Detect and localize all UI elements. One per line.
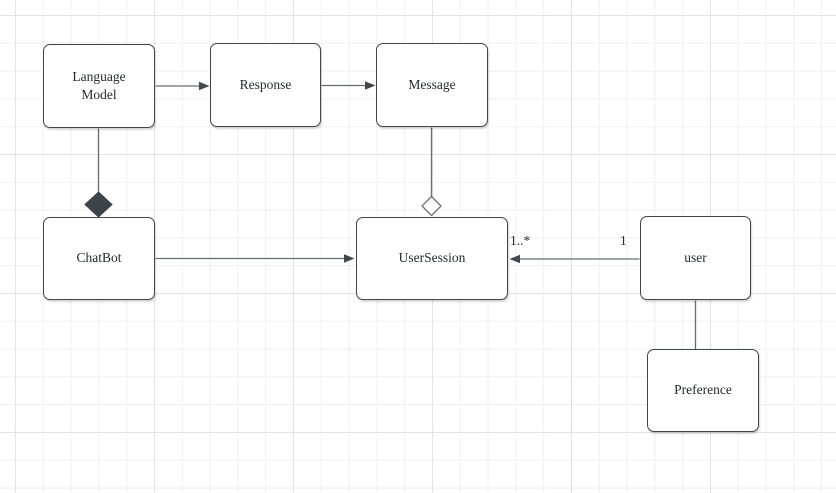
edge-chatbot-to-usersession[interactable] (155, 254, 355, 263)
node-label: user (684, 249, 707, 265)
edge-message-to-usersession-aggregation[interactable] (421, 127, 442, 217)
edge-user-to-usersession[interactable] (509, 254, 640, 264)
edge-languagemodel-to-chatbot-composition[interactable] (84, 128, 113, 218)
node-message[interactable]: Message (376, 43, 488, 127)
arrowhead-right-icon (365, 81, 376, 90)
composition-diamond-icon (84, 191, 113, 218)
node-label: Message (408, 76, 456, 92)
edge-languagemodel-to-response[interactable] (155, 81, 210, 91)
node-usersession[interactable]: UserSession (356, 217, 508, 300)
node-label: Preference (674, 382, 732, 398)
node-label: UserSession (398, 250, 466, 266)
node-chatbot[interactable]: ChatBot (43, 217, 155, 300)
edge-response-to-message[interactable] (321, 81, 376, 90)
multiplicity-label-user: 1 (620, 233, 627, 248)
node-response[interactable]: Response (210, 43, 321, 127)
arrowhead-right-icon (344, 254, 355, 263)
arrowhead-right-icon (199, 81, 210, 91)
aggregation-diamond-icon (421, 195, 442, 217)
arrowhead-left-icon (509, 254, 520, 264)
node-label: Language Model (72, 68, 126, 102)
node-preference[interactable]: Preference (647, 349, 759, 432)
node-label: Response (239, 76, 292, 92)
node-label: ChatBot (76, 250, 122, 266)
multiplicity-label-usersession: 1..* (510, 233, 531, 248)
node-language-model[interactable]: Language Model (43, 44, 155, 128)
node-user[interactable]: user (640, 216, 751, 300)
